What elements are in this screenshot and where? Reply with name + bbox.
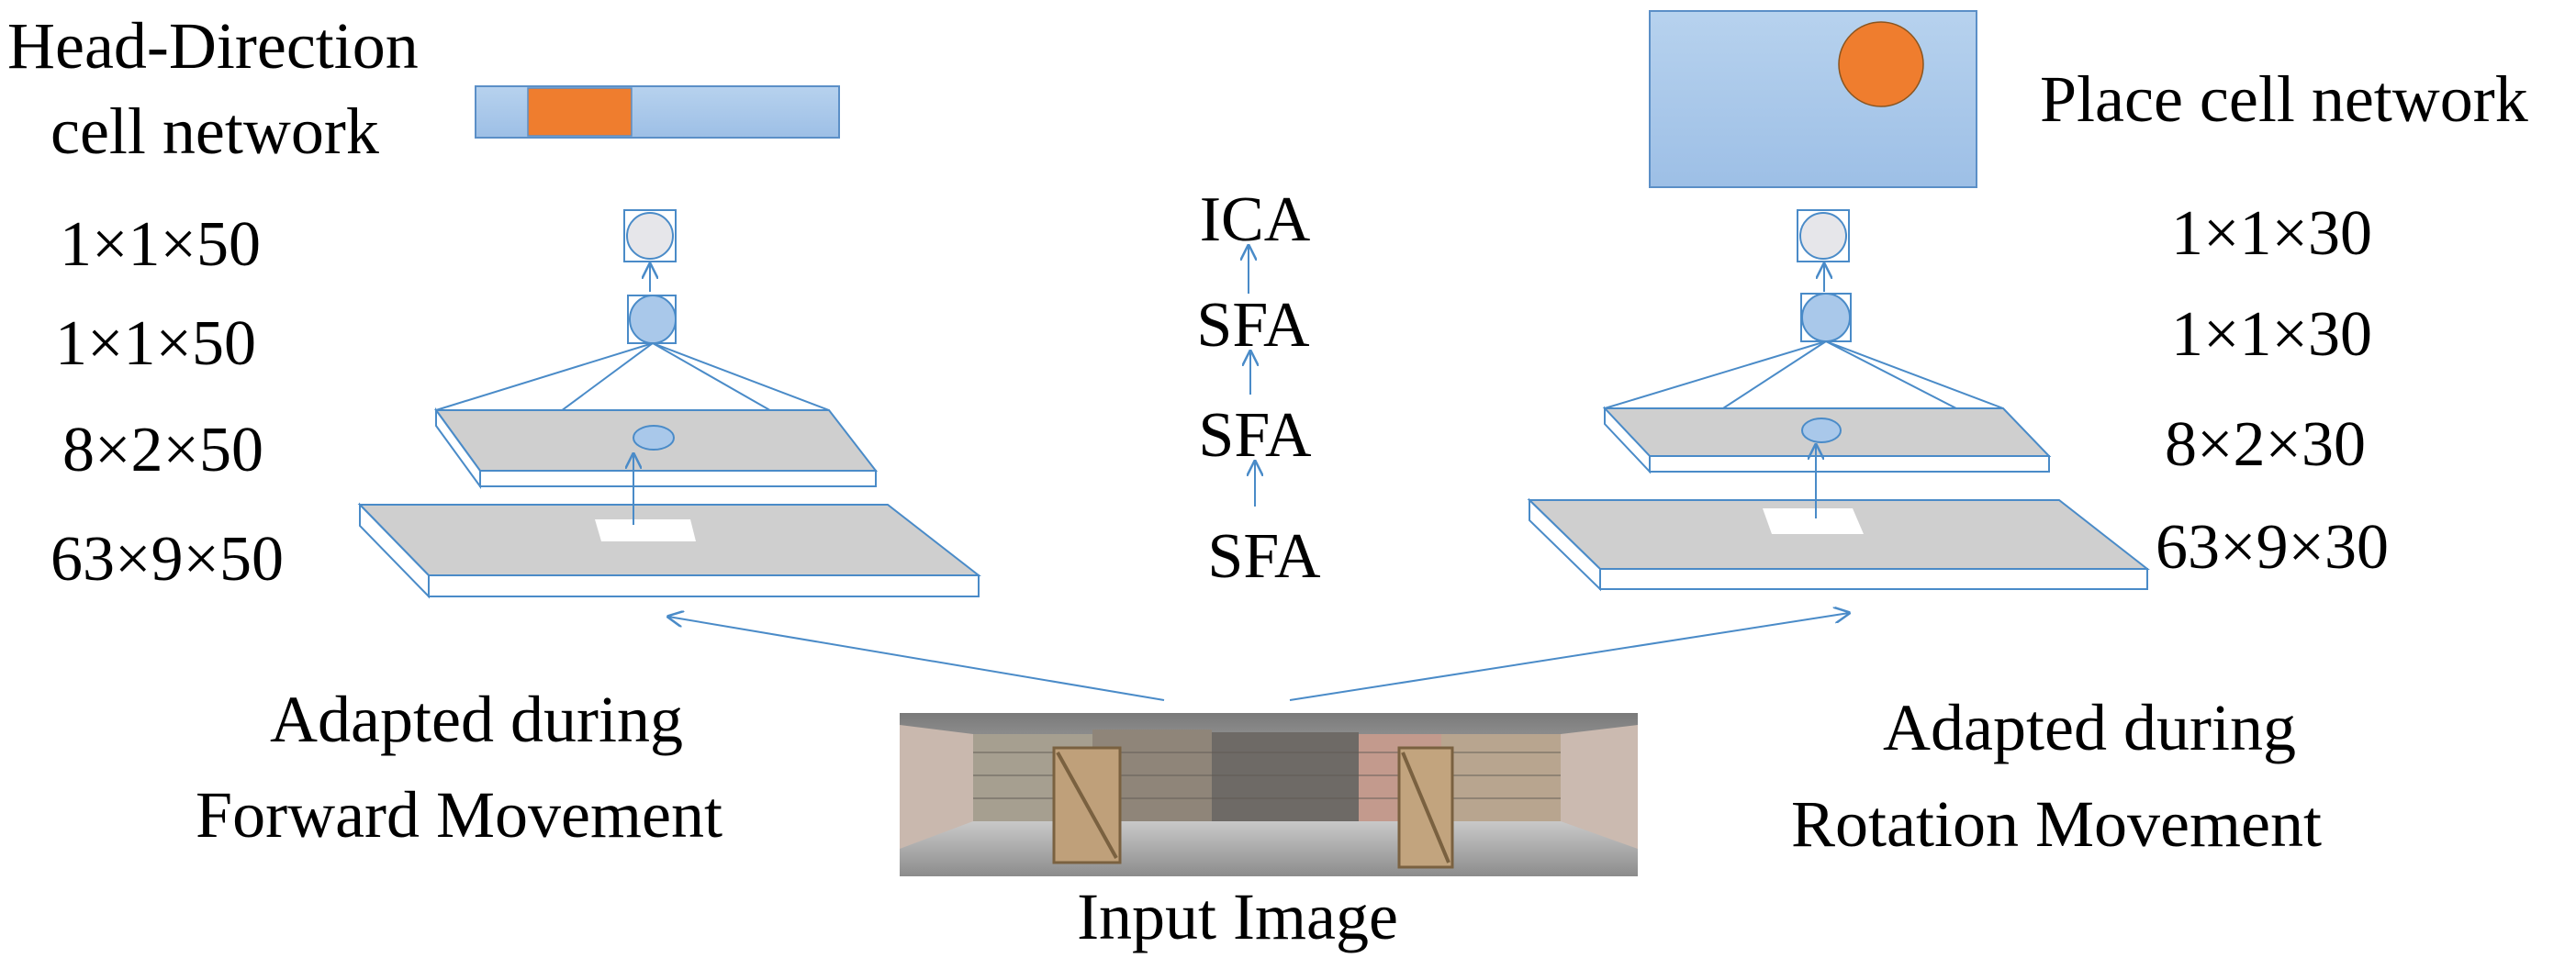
left-top-node [626,212,674,260]
left-layer-8x2-front [479,470,877,487]
right-network [1527,209,2150,592]
left-layer-63x9-front [428,574,980,597]
left-receptive-field [595,519,696,541]
stack-sfa-upper: SFA [1196,290,1310,361]
left-dim-top: 1×1×50 [60,209,261,280]
right-top-node [1799,212,1847,260]
right-layer-63x9-front [1599,568,2148,590]
input-arrow-left [668,617,1165,701]
left-top-node-frame [623,209,677,262]
place-network-group [1649,10,1977,188]
input-image-label: Input Image [1077,880,1398,953]
right-caption-line2: Rotation Movement [1791,787,2322,861]
left-caption-line1: Adapted during [270,683,683,756]
hd-network-group [475,85,840,139]
right-layer-63x9-side [1529,497,1601,592]
right-receptive-field [1763,508,1864,534]
left-fan-line [652,342,830,411]
stack-sfa-middle: SFA [1198,400,1312,471]
input-arrow-right [1289,613,1849,701]
left-network [357,209,981,599]
left-dim-8x2: 8×2×50 [62,415,263,485]
place-activity-bump [1838,21,1924,107]
left-dim-mid: 1×1×50 [55,308,256,379]
right-layer-8x2-unit [1801,418,1842,443]
left-fan-line [435,342,654,411]
right-fan-line [1604,340,1827,409]
right-fan-line [1825,340,2004,409]
right-dim-top: 1×1×30 [2171,198,2372,269]
left-dim-63x9: 63×9×50 [50,524,284,595]
left-mid-node [629,295,677,344]
right-layer-8x2-front [1649,455,2050,473]
right-dim-63x9: 63×9×30 [2156,512,2389,583]
stack-arrows [1249,246,1255,507]
left-layer-8x2-side [435,407,481,490]
right-dim-mid: 1×1×30 [2171,299,2372,370]
hd-network-title-line1: Head-Direction [7,9,419,83]
place-network-title: Place cell network [2040,62,2528,136]
hd-network-title-line2: cell network [50,95,379,168]
stack-ica: ICA [1199,184,1311,255]
right-layer-8x2-side [1604,406,1651,474]
stack-sfa-lower: SFA [1207,521,1321,592]
hd-activity-bump [527,87,633,137]
left-caption-line2: Forward Movement [196,778,722,852]
place-cell-map [1649,10,1977,188]
right-caption-line1: Adapted during [1883,691,2296,764]
right-mid-node [1801,293,1851,342]
right-top-node-frame [1797,209,1850,262]
left-layer-8x2-unit [633,425,675,451]
left-layer-63x9-side [359,502,430,599]
input-image [900,713,1638,876]
right-dim-8x2: 8×2×30 [2165,409,2366,480]
